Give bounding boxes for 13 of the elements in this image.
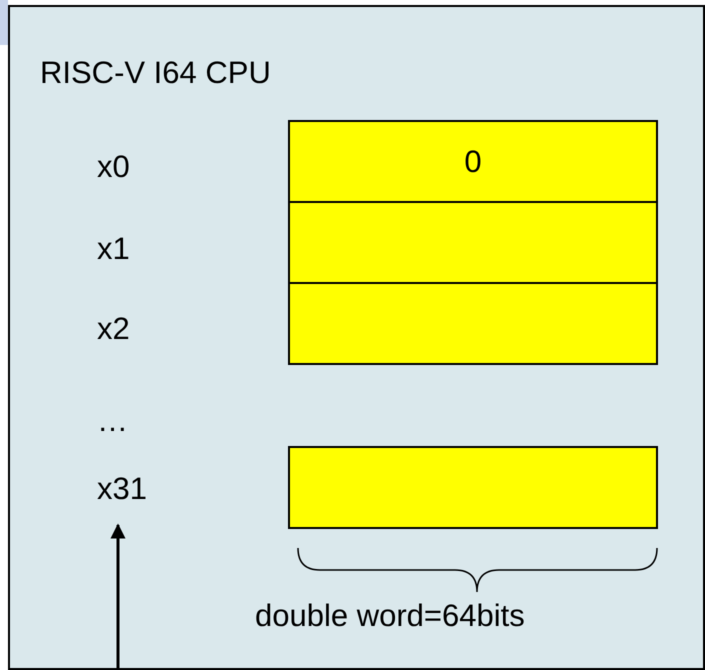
cpu-panel [8, 5, 705, 670]
register-name: … [97, 405, 128, 436]
register-box [288, 282, 658, 365]
register-name: x0 [97, 151, 130, 182]
register-name: x31 [97, 473, 177, 523]
register-name: x1 [97, 233, 130, 264]
panel-title: RISC-V I64 CPU [40, 57, 271, 88]
register-box: 0 [288, 120, 658, 203]
register-box [288, 446, 658, 529]
arrow [110, 524, 126, 668]
width-label: double word=64bits [255, 600, 525, 631]
register-box [288, 201, 658, 284]
register-name: x2 [97, 313, 130, 344]
